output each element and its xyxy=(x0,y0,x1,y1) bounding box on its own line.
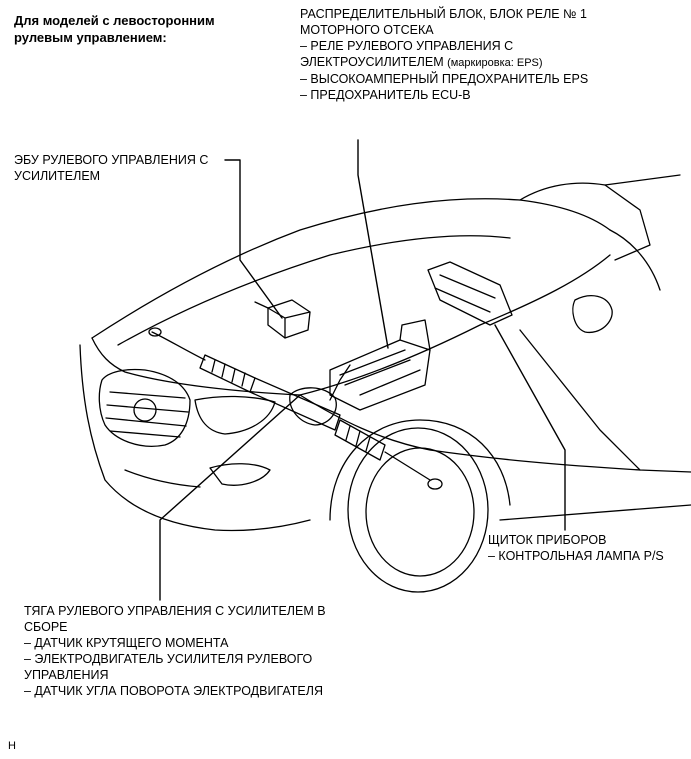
steering-link-line-1: ТЯГА РУЛЕВОГО УПРАВЛЕНИЯ С УСИЛИТЕЛЕМ В xyxy=(24,604,326,618)
relay-block-body xyxy=(329,339,431,411)
left-tie-rod-end xyxy=(148,327,162,337)
cluster-body xyxy=(427,261,513,326)
heading-line-2: рулевым управлением: xyxy=(14,30,167,45)
windshield-base xyxy=(299,254,611,396)
right-boot-ribs xyxy=(345,425,371,452)
steering-link-line-3: – ДАТЧИК КРУТЯЩЕГО МОМЕНТА xyxy=(24,636,229,650)
right-tie-rod xyxy=(384,451,431,481)
cluster-detail xyxy=(434,274,496,313)
emblem xyxy=(133,398,157,422)
lower-intake xyxy=(124,469,201,488)
fender-line xyxy=(299,394,691,473)
fog-light xyxy=(209,463,271,486)
steering-column xyxy=(329,364,351,401)
meter-label: ЩИТОК ПРИБОРОВ – КОНТРОЛЬНАЯ ЛАМПА P/S xyxy=(488,532,664,564)
heading-line-1: Для моделей с левосторонним xyxy=(14,13,215,28)
relay-block-line-3: – РЕЛЕ РУЛЕВОГО УПРАВЛЕНИЯ С xyxy=(300,39,514,53)
a-pillar xyxy=(609,229,661,291)
instrument-cluster xyxy=(427,261,513,326)
relay-block xyxy=(329,319,431,411)
steering-link-line-2: СБОРЕ xyxy=(24,620,68,634)
relay-block-line-5: – ВЫСОКОАМПЕРНЫЙ ПРЕДОХРАНИТЕЛЬ EPS xyxy=(300,72,589,86)
hood-crease xyxy=(117,235,511,346)
leader-lines xyxy=(159,139,566,601)
relay-block-label: РАСПРЕДЕЛИТЕЛЬНЫЙ БЛОК, БЛОК РЕЛЕ № 1 МО… xyxy=(300,6,588,103)
left-boot-ribs xyxy=(211,359,246,387)
ps-ecu-body xyxy=(267,299,311,339)
relay-block-line-6: – ПРЕДОХРАНИТЕЛЬ ECU-B xyxy=(300,88,471,102)
steering-link-line-5: УПРАВЛЕНИЯ xyxy=(24,668,109,682)
hood-front-edge xyxy=(91,337,301,396)
diagram-heading: Для моделей с левосторонним рулевым упра… xyxy=(14,12,215,46)
motor-housing xyxy=(289,387,337,426)
leader-ecu xyxy=(224,159,283,319)
ecu-line-2: УСИЛИТЕЛЕМ xyxy=(14,169,101,183)
front-wheel xyxy=(329,419,511,593)
relay-block-line-4: ЭЛЕКТРОУСИЛИТЕЛЕМ (маркировка: EPS) xyxy=(300,54,588,71)
grille-bars xyxy=(105,391,189,438)
steering-link-line-6: – ДАТЧИК УГЛА ПОВОРОТА ЭЛЕКТРОДВИГАТЕЛЯ xyxy=(24,684,323,698)
side-mirror xyxy=(572,295,613,334)
corner-mark: H xyxy=(8,740,16,752)
left-tie-rod xyxy=(151,331,206,361)
meter-line-1: ЩИТОК ПРИБОРОВ xyxy=(488,533,607,547)
relay-block-line-2: МОТОРНОГО ОТСЕКА xyxy=(300,23,434,37)
right-tie-rod-end xyxy=(427,478,443,490)
leader-steering-link xyxy=(159,394,301,601)
leader-meter xyxy=(494,324,566,531)
windshield-frame xyxy=(519,182,651,261)
headlight xyxy=(194,395,276,435)
ps-ecu-bracket xyxy=(254,301,269,309)
left-boot xyxy=(199,354,256,393)
tire xyxy=(347,427,489,593)
roof-line xyxy=(604,174,681,186)
steering-link-line-4: – ЭЛЕКТРОДВИГАТЕЛЬ УСИЛИТЕЛЯ РУЛЕВОГО xyxy=(24,652,313,666)
ecu-line-1: ЭБУ РУЛЕВОГО УПРАВЛЕНИЯ С xyxy=(14,153,209,167)
steering-link-label: ТЯГА РУЛЕВОГО УПРАВЛЕНИЯ С УСИЛИТЕЛЕМ В … xyxy=(24,603,326,699)
car-body xyxy=(91,174,691,521)
ps-ecu xyxy=(254,299,311,339)
rim xyxy=(365,447,475,577)
relay-block-detail xyxy=(339,349,421,396)
door-line xyxy=(519,329,641,471)
front-fascia xyxy=(79,344,311,532)
relay-block-marking-note: (маркировка: EPS) xyxy=(447,57,543,69)
relay-block-line-4-main: ЭЛЕКТРОУСИЛИТЕЛЕМ xyxy=(300,55,448,69)
right-boot xyxy=(334,419,386,461)
wheel-arch xyxy=(329,419,511,521)
relay-block-cover xyxy=(399,319,431,351)
ecu-label: ЭБУ РУЛЕВОГО УПРАВЛЕНИЯ С УСИЛИТЕЛЕМ xyxy=(14,152,208,184)
ps-ecu-edges xyxy=(267,307,311,339)
relay-block-line-1: РАСПРЕДЕЛИТЕЛЬНЫЙ БЛОК, БЛОК РЕЛЕ № 1 xyxy=(300,7,587,21)
bumper-outline xyxy=(79,344,311,532)
leader-relay-block xyxy=(357,139,389,349)
rocker-line xyxy=(499,504,691,521)
hood-outline xyxy=(91,198,611,339)
meter-line-2: – КОНТРОЛЬНАЯ ЛАМПА P/S xyxy=(488,549,664,563)
grille-outline xyxy=(98,368,191,447)
